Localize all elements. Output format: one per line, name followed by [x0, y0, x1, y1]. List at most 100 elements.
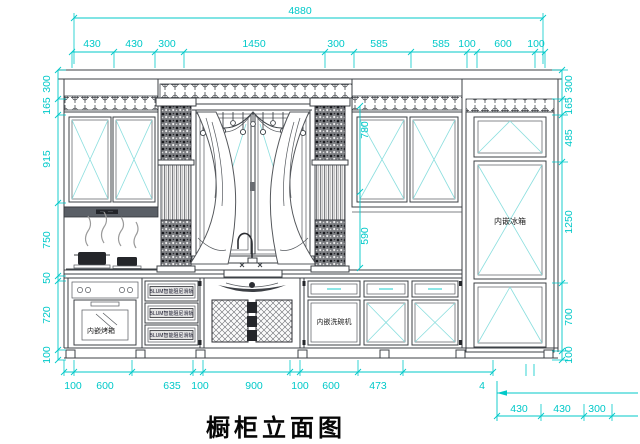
dishwasher-door	[307, 299, 361, 346]
dim-text: 100	[458, 38, 476, 50]
dim-text: 4	[479, 380, 485, 392]
dim-text: 100	[527, 38, 545, 50]
dim-text: 720	[41, 306, 53, 324]
drawer-slide-label: BLUM智能阻尼滑轨	[150, 332, 194, 339]
left-upper-cabinets	[63, 111, 159, 208]
dim-window-chain: 780 590	[356, 102, 371, 272]
hood-control	[96, 209, 118, 214]
dim-text: 915	[41, 150, 53, 168]
steam-icon	[84, 215, 92, 247]
steam-icon	[117, 216, 125, 247]
dim-text: 300	[588, 403, 606, 415]
cabinet-foot	[135, 349, 146, 359]
lattice-door	[255, 299, 293, 343]
column-shaft	[160, 164, 192, 221]
dim-text: 585	[370, 38, 388, 50]
dim-text: 473	[369, 380, 387, 392]
oven-door	[73, 299, 137, 346]
dim-text: 430	[510, 403, 528, 415]
fridge-label: 内嵌冰箱	[494, 216, 526, 226]
window-latch	[250, 182, 255, 191]
dim-text: 700	[563, 308, 575, 326]
door-hardware	[247, 330, 257, 341]
oven-unit: 内嵌烤箱	[67, 277, 143, 349]
tap-handle-icon	[257, 262, 263, 268]
fridge-top-door	[473, 116, 547, 158]
pot-icon	[78, 252, 106, 265]
dim-bottom-right-chain: 430 430 300	[493, 381, 638, 421]
dim-arrow-icon	[497, 390, 507, 396]
steam-icon	[133, 221, 139, 249]
dim-right-chain: 300 165 485 1250 700 100	[552, 66, 575, 364]
dim-text: 165	[563, 97, 575, 115]
dim-text: 300	[327, 38, 345, 50]
cabinet-foot	[65, 349, 76, 359]
dim-text: 100	[563, 346, 575, 364]
right-upper-cabinets	[351, 111, 463, 213]
faucet-icon	[237, 232, 253, 262]
dim-text: 635	[163, 380, 181, 392]
drawer-stack: BLUM智能阻尼滑轨 BLUM智能阻尼滑轨 BLUM智能阻尼滑轨	[144, 280, 199, 346]
dim-text: 485	[563, 129, 575, 147]
dim-text: 1250	[563, 210, 575, 234]
frieze-left	[63, 95, 159, 111]
dim-text: 165	[41, 97, 53, 115]
dim-text: 100	[41, 346, 53, 364]
column-right	[309, 97, 351, 273]
dim-text: 1450	[242, 38, 266, 50]
dim-overall-width: 4880	[70, 5, 547, 64]
dim-text: 100	[64, 380, 82, 392]
cooktop	[66, 211, 158, 270]
pot-icon	[117, 257, 137, 266]
dim-text: 780	[359, 121, 371, 139]
cabinet-foot	[297, 349, 308, 359]
dim-text: 600	[494, 38, 512, 50]
drawing-title: 橱柜立面图	[206, 414, 346, 442]
dim-text: 430	[553, 403, 571, 415]
column-capital	[160, 105, 192, 161]
steam-icon	[100, 211, 108, 244]
column-left	[155, 97, 197, 273]
dishwasher-cabinets: 内嵌洗碗机	[307, 280, 459, 346]
dim-text: 600	[322, 380, 340, 392]
dim-text: 300	[41, 75, 53, 93]
dim-text: 50	[41, 272, 53, 284]
oven-knob-icon	[119, 287, 125, 293]
tap-handle-icon	[239, 262, 245, 268]
cabinet-foot	[455, 349, 466, 359]
carved-swag	[218, 285, 286, 292]
drawer-slide-label: BLUM智能阻尼滑轨	[150, 310, 194, 317]
column-shaft	[314, 164, 346, 221]
dim-text: 430	[83, 38, 101, 50]
fridge-cabinet: 内嵌冰箱	[465, 111, 555, 353]
dishwasher-label: 内嵌洗碗机	[317, 317, 352, 326]
door-hardware	[247, 302, 257, 313]
dim-text: 585	[432, 38, 450, 50]
frieze-center	[159, 83, 353, 99]
cabinet-foot	[543, 349, 554, 359]
dim-left-chain: 300 165 915 750 50 720 100	[41, 66, 66, 364]
dim-text: 100	[291, 380, 309, 392]
cabinet-foot	[379, 349, 390, 359]
dim-text: 430	[125, 38, 143, 50]
oven-knob-icon	[127, 287, 133, 293]
faucet-sink	[223, 232, 283, 278]
oven-knob-icon	[85, 287, 91, 293]
dim-text: 600	[96, 380, 114, 392]
dim-text: 300	[563, 75, 575, 93]
dim-text: 750	[41, 231, 53, 249]
dim-text: 100	[191, 380, 209, 392]
range-hood	[63, 206, 159, 218]
dim-text: 4880	[288, 5, 312, 17]
column-ornament	[160, 219, 192, 267]
dim-text: 590	[359, 227, 371, 245]
sink-cabinet	[203, 277, 301, 349]
drawer-slide-label: BLUM智能阻尼滑轨	[150, 288, 194, 295]
oven-knob-icon	[77, 287, 83, 293]
lattice-door	[211, 299, 249, 343]
fridge-bottom-door	[473, 282, 547, 348]
oven-label: 内嵌烤箱	[87, 326, 115, 335]
dim-text: 300	[158, 38, 176, 50]
frieze-right	[351, 95, 463, 111]
